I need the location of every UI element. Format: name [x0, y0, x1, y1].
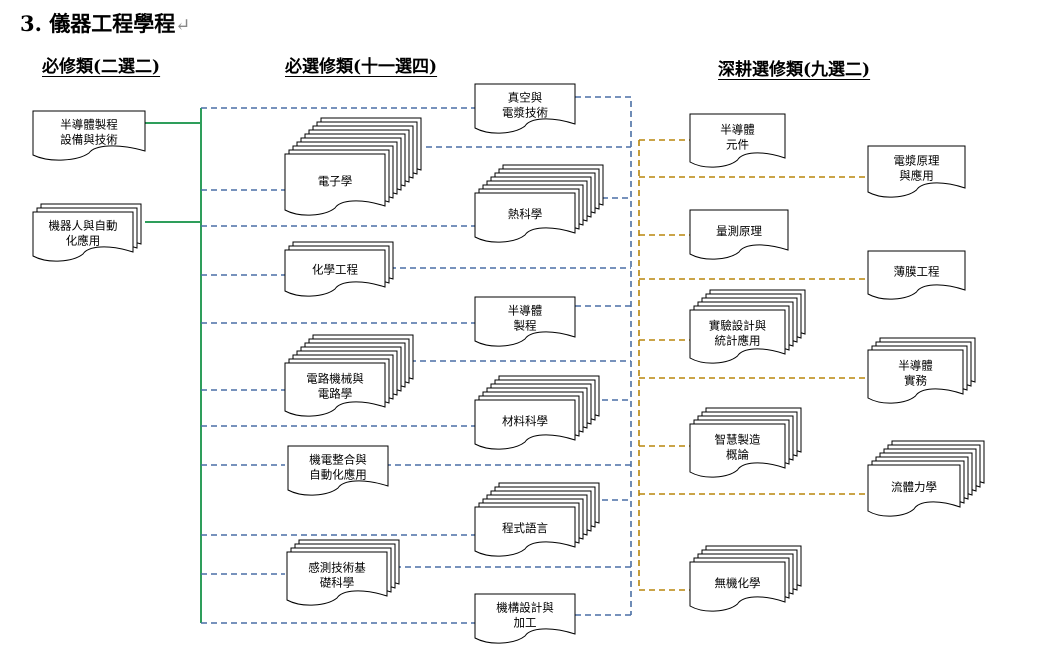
advanced-course-5-label: 實驗設計與	[709, 319, 767, 333]
column-heading-elective: 必選修類(十一選四)	[285, 57, 438, 77]
elective-course-9: 程式語言	[474, 482, 600, 557]
elective-course-2-label: 電子學	[318, 174, 353, 188]
advanced-course-4: 薄膜工程	[867, 250, 966, 300]
advanced-course-9-label: 無機化學	[715, 576, 761, 590]
elective-course-6-label: 電路機械與	[306, 372, 364, 386]
elective-course-4-label: 化學工程	[312, 263, 358, 277]
advanced-course-8-label: 流體力學	[891, 480, 937, 494]
column-heading-advanced: 深耕選修類(九選二)	[718, 60, 871, 80]
advanced-course-1-label: 元件	[726, 138, 749, 152]
elective-course-11-label: 機構設計與	[496, 601, 554, 615]
elective-course-2: 電子學	[284, 117, 422, 216]
elective-course-9-label: 程式語言	[502, 521, 548, 535]
elective-course-5: 半導體製程	[474, 296, 576, 347]
elective-course-11-label: 加工	[514, 616, 537, 630]
elective-connector	[385, 96, 632, 616]
elective-course-6-label: 電路學	[318, 387, 353, 401]
elective-course-8-label: 自動化應用	[309, 468, 367, 482]
page-title: 3. 儀器工程學程↵	[20, 11, 191, 36]
advanced-course-7-label: 概論	[726, 448, 749, 462]
advanced-course-6-label: 半導體	[898, 359, 933, 373]
advanced-course-8: 流體力學	[867, 440, 985, 517]
required-course-2-label: 機器人與自動	[49, 219, 118, 233]
advanced-course-6-label: 實務	[904, 374, 927, 388]
advanced-course-3-label: 量測原理	[716, 224, 762, 238]
advanced-course-7-label: 智慧製造	[715, 433, 761, 447]
elective-course-5-label: 半導體	[508, 304, 543, 318]
advanced-connector	[639, 139, 868, 591]
advanced-course-4-label: 薄膜工程	[894, 265, 940, 279]
elective-course-3-label: 熱科學	[508, 207, 543, 221]
required-course-2-label: 化應用	[66, 234, 101, 248]
return-mark: ↵	[175, 15, 191, 36]
elective-course-7-label: 材料科學	[502, 414, 548, 428]
elective-course-10-label: 礎科學	[320, 576, 355, 590]
column-heading-required: 必修類(二選二)	[42, 57, 161, 77]
advanced-course-1-label: 半導體	[720, 123, 755, 137]
required-course-1-label: 設備與技術	[60, 133, 118, 147]
elective-course-3: 熱科學	[474, 164, 604, 243]
advanced-course-9: 無機化學	[689, 545, 802, 612]
elective-course-8-label: 機電整合與	[309, 453, 367, 467]
advanced-course-5-label: 統計應用	[715, 334, 761, 348]
advanced-course-3: 量測原理	[689, 209, 789, 260]
elective-course-7: 材料科學	[474, 375, 600, 450]
required-course-1-label: 半導體製程	[60, 118, 118, 132]
elective-course-1-label: 真空與	[508, 91, 543, 105]
elective-course-4: 化學工程	[284, 241, 394, 297]
elective-course-10-label: 感測技術基	[308, 561, 366, 575]
elective-course-5-label: 製程	[514, 319, 537, 333]
elective-course-1-label: 電漿技術	[502, 106, 548, 120]
elective-connector	[201, 107, 475, 624]
advanced-course-2-label: 電漿原理	[894, 154, 940, 168]
advanced-course-2-label: 與應用	[899, 169, 934, 183]
required-connector	[145, 108, 202, 623]
connector-lines	[145, 96, 868, 624]
